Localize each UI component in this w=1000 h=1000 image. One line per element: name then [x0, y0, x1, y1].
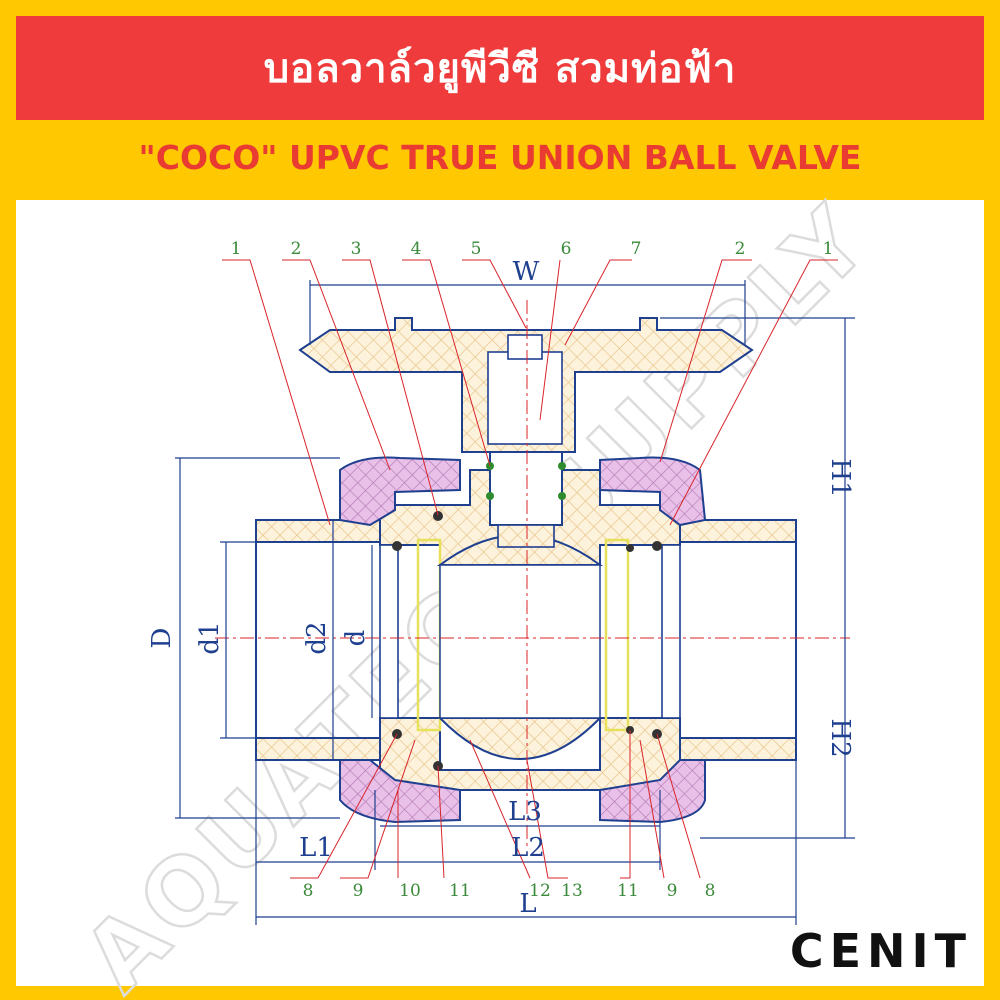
dim-label-d: d — [341, 630, 371, 647]
brand-logo: CENIT — [789, 924, 972, 978]
dim-label-l1: L1 — [299, 833, 333, 863]
part-number: 9 — [353, 881, 364, 901]
part-number: 9 — [667, 881, 678, 901]
ball — [436, 534, 604, 760]
dim-label-h1: H1 — [825, 458, 855, 497]
dim-label-w: W — [513, 257, 540, 287]
dim-label-l3: L3 — [508, 797, 542, 827]
part-number: 11 — [617, 881, 639, 901]
part-number: 11 — [449, 881, 471, 901]
part-number: 12 — [529, 881, 551, 901]
part-number: 5 — [471, 239, 482, 259]
part-number: 13 — [561, 881, 583, 901]
dim-label-d-outer: D — [147, 628, 177, 649]
part-number: 2 — [735, 239, 746, 259]
part-number: 1 — [231, 239, 242, 259]
center-lines — [215, 300, 850, 850]
leader-lines — [222, 259, 838, 879]
stem — [486, 444, 566, 548]
part-number: 10 — [399, 881, 421, 901]
right-socket — [669, 519, 797, 761]
part-number: 1 — [823, 239, 834, 259]
part-number: 8 — [303, 881, 314, 901]
part-number: 2 — [291, 239, 302, 259]
part-number: 7 — [631, 239, 642, 259]
part-numbers-bottom: 8 9 10 11 12 13 11 9 8 — [303, 881, 716, 901]
dimension-labels: W H1 H2 D d1 d2 d L1 L2 L3 L — [147, 257, 855, 919]
part-number: 8 — [705, 881, 716, 901]
dim-label-d2: d2 — [302, 621, 332, 654]
o-rings — [392, 511, 662, 771]
dim-label-l2: L2 — [511, 833, 545, 863]
part-number: 6 — [561, 239, 572, 259]
dim-label-h2: H2 — [825, 718, 855, 757]
dim-label-l: L — [519, 889, 536, 919]
title-banner: บอลวาล์วยูพีวีซี สวมท่อฟ้า — [16, 16, 984, 120]
left-socket — [255, 519, 389, 761]
page-title: บอลวาล์วยูพีวีซี สวมท่อฟ้า — [263, 46, 737, 92]
part-number: 4 — [411, 239, 422, 259]
product-subtitle: "COCO" UPVC TRUE UNION BALL VALVE — [138, 138, 862, 177]
handle — [298, 317, 754, 453]
dim-label-d1: d1 — [195, 621, 225, 654]
dimension-lines — [175, 280, 855, 925]
part-numbers-top: 1 2 3 4 5 6 7 2 1 — [231, 239, 834, 259]
part-number: 3 — [351, 239, 362, 259]
